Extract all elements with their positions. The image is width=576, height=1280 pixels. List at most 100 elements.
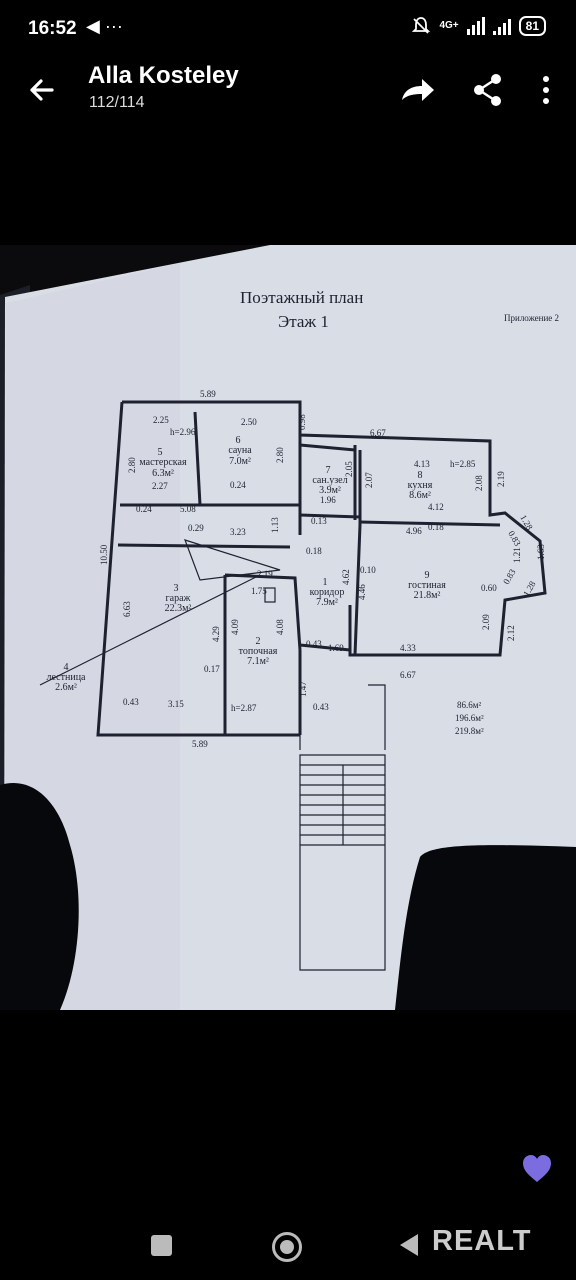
forward-icon bbox=[402, 79, 434, 101]
room-4-num: 4 bbox=[64, 662, 69, 673]
svg-text:0.24: 0.24 bbox=[230, 480, 246, 490]
svg-text:5.89: 5.89 bbox=[192, 739, 208, 749]
more-vert-icon bbox=[543, 76, 549, 104]
svg-text:0.43: 0.43 bbox=[313, 702, 329, 712]
svg-text:4.08: 4.08 bbox=[275, 619, 285, 635]
svg-text:1.21: 1.21 bbox=[512, 547, 522, 563]
svg-text:1.69: 1.69 bbox=[328, 643, 344, 653]
svg-text:1.13: 1.13 bbox=[270, 517, 280, 533]
status-bar: 16:52 ◀ ··· 4G+ 81 bbox=[0, 0, 576, 58]
svg-text:0.24: 0.24 bbox=[136, 504, 152, 514]
svg-text:2.50: 2.50 bbox=[241, 417, 257, 427]
network-type: 4G+ bbox=[439, 20, 459, 31]
svg-text:2.07: 2.07 bbox=[364, 472, 374, 488]
svg-text:3.23: 3.23 bbox=[230, 527, 246, 537]
room-9-name: гостиная bbox=[408, 580, 446, 591]
share-button[interactable] bbox=[466, 68, 510, 112]
svg-text:4.96: 4.96 bbox=[406, 526, 422, 536]
svg-text:h=2.87: h=2.87 bbox=[231, 703, 257, 713]
recents-button[interactable] bbox=[151, 1235, 172, 1256]
svg-text:3.15: 3.15 bbox=[168, 699, 184, 709]
battery-icon: 81 bbox=[518, 16, 546, 36]
svg-text:0.18: 0.18 bbox=[428, 522, 444, 532]
svg-text:6.63: 6.63 bbox=[122, 601, 132, 617]
room-5-name: мастерская bbox=[139, 457, 187, 468]
svg-text:2.27: 2.27 bbox=[152, 481, 168, 491]
svg-text:4.13: 4.13 bbox=[414, 459, 430, 469]
svg-text:2.08: 2.08 bbox=[474, 475, 484, 491]
plan-heading: Поэтажный план bbox=[240, 288, 363, 307]
photo-counter: 112/114 bbox=[89, 94, 145, 111]
room-8-num: 8 bbox=[418, 470, 423, 481]
svg-text:2.12: 2.12 bbox=[506, 625, 516, 641]
svg-text:0.13: 0.13 bbox=[311, 516, 327, 526]
svg-text:2.09: 2.09 bbox=[481, 614, 491, 630]
room-2-name: топочная bbox=[239, 646, 278, 657]
room-6-area: 7.0м² bbox=[229, 456, 251, 467]
arrow-back-icon bbox=[30, 79, 54, 101]
svg-text:4.33: 4.33 bbox=[400, 643, 416, 653]
telegram-icon: ◀ ··· bbox=[86, 16, 123, 36]
svg-text:196.6м²: 196.6м² bbox=[455, 713, 484, 723]
system-back-button[interactable] bbox=[400, 1234, 418, 1256]
photo-viewer[interactable]: Поэтажный план Этаж 1 Приложение 2 bbox=[0, 245, 576, 1010]
signal-icon bbox=[466, 17, 485, 35]
svg-text:h=2.96: h=2.96 bbox=[170, 427, 196, 437]
svg-text:4.62: 4.62 bbox=[341, 569, 351, 585]
room-3-area: 22.3м² bbox=[165, 603, 192, 614]
room-4-area: 2.6м² bbox=[55, 682, 77, 693]
more-button[interactable] bbox=[524, 68, 568, 112]
svg-text:0.60: 0.60 bbox=[481, 583, 497, 593]
svg-text:2.19: 2.19 bbox=[257, 569, 273, 579]
svg-text:0.18: 0.18 bbox=[306, 546, 322, 556]
room-7-name: сан.узел bbox=[312, 475, 347, 486]
svg-text:86.6м²: 86.6м² bbox=[457, 700, 481, 710]
svg-text:10.50: 10.50 bbox=[99, 544, 109, 565]
svg-text:2.80: 2.80 bbox=[275, 447, 285, 463]
room-1-num: 1 bbox=[323, 577, 328, 588]
svg-text:2.80: 2.80 bbox=[127, 457, 137, 473]
room-5-num: 5 bbox=[158, 447, 163, 458]
svg-text:1.96: 1.96 bbox=[320, 495, 336, 505]
room-7-area: 3.9м² bbox=[319, 485, 341, 496]
svg-text:0.29: 0.29 bbox=[188, 523, 204, 533]
room-6-num: 6 bbox=[236, 435, 241, 446]
paper-sheet bbox=[4, 245, 576, 1010]
svg-text:0.43: 0.43 bbox=[123, 697, 139, 707]
room-7-num: 7 bbox=[326, 465, 331, 476]
heart-icon bbox=[523, 1155, 551, 1182]
back-button[interactable] bbox=[24, 70, 64, 110]
room-9-num: 9 bbox=[425, 570, 430, 581]
svg-text:2.19: 2.19 bbox=[496, 471, 506, 487]
home-button[interactable] bbox=[272, 1232, 302, 1262]
svg-text:1.47: 1.47 bbox=[298, 681, 308, 697]
svg-text:4.12: 4.12 bbox=[428, 502, 444, 512]
plan-appendix: Приложение 2 bbox=[504, 313, 559, 323]
plan-dimensions: 5.89 2.25 2.50 h=2.96 0.98 6.67 2.80 2.8… bbox=[99, 389, 546, 749]
svg-text:4.46: 4.46 bbox=[357, 584, 367, 600]
room-4-name: лестница bbox=[47, 672, 87, 683]
svg-text:6.67: 6.67 bbox=[400, 670, 416, 680]
svg-text:0.17: 0.17 bbox=[204, 664, 220, 674]
room-2-area: 7.1м² bbox=[247, 656, 269, 667]
room-8-area: 8.6м² bbox=[409, 490, 431, 501]
app-bar: Alla Kosteley 112/114 bbox=[0, 58, 576, 128]
system-nav-bar: REALT bbox=[0, 1205, 576, 1280]
forward-button[interactable] bbox=[396, 68, 440, 112]
svg-text:0.10: 0.10 bbox=[360, 565, 376, 575]
chat-title: Alla Kosteley bbox=[88, 62, 239, 89]
room-5-area: 6.3м² bbox=[152, 468, 174, 479]
svg-text:2.25: 2.25 bbox=[153, 415, 169, 425]
room-3-num: 3 bbox=[174, 583, 179, 594]
signal2-icon bbox=[492, 17, 511, 35]
svg-text:5.08: 5.08 bbox=[180, 504, 196, 514]
svg-text:5.89: 5.89 bbox=[200, 389, 216, 399]
svg-text:6.67: 6.67 bbox=[370, 428, 386, 438]
plan-walls bbox=[96, 400, 547, 737]
room-2-num: 2 bbox=[256, 636, 261, 647]
room-3-name: гараж bbox=[166, 593, 191, 604]
like-button[interactable] bbox=[520, 1152, 554, 1186]
svg-text:2.05: 2.05 bbox=[344, 461, 354, 477]
svg-text:4.09: 4.09 bbox=[230, 619, 240, 635]
plan-floor: Этаж 1 bbox=[278, 312, 329, 331]
